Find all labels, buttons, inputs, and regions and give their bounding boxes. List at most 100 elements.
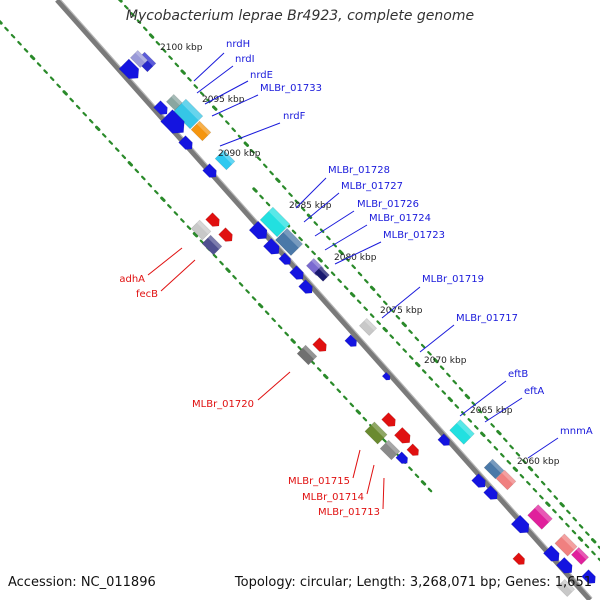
forward-gene-label: nrdF [283, 111, 306, 122]
scale-tick [526, 480, 531, 486]
scale-tick [578, 524, 584, 529]
scale-tick [402, 348, 408, 353]
scale-tick [415, 361, 421, 368]
scale-tick [317, 257, 323, 263]
scale-tick [155, 40, 161, 46]
scale-tick [597, 545, 600, 550]
scale-tick [356, 299, 362, 304]
forward-gene-leader-line [484, 397, 523, 423]
forward-gene-leader-line [196, 65, 234, 94]
scale-tick [434, 383, 440, 388]
scale-tick [349, 292, 356, 298]
gene-feature [118, 58, 140, 80]
scale-tick [17, 40, 22, 46]
scale-tick [363, 306, 368, 311]
kbp-tick-label: 2075 kbp [380, 306, 423, 316]
scale-tick [376, 293, 382, 298]
scale-tick [199, 91, 205, 97]
scale-tick [338, 249, 344, 256]
scale-tick [364, 278, 369, 284]
scale-tick [136, 19, 142, 24]
gene-feature [471, 473, 486, 488]
reverse-gene-label: MLBr_01715 [288, 476, 350, 487]
forward-gene-label: MLBr_01733 [260, 83, 322, 94]
gene-feature [190, 120, 212, 142]
gene-feature [358, 317, 378, 337]
reverse-gene-label: MLBr_01713 [318, 507, 380, 518]
gene-feature [129, 49, 149, 69]
gene-feature [214, 149, 236, 171]
gene-feature [160, 109, 185, 134]
scale-tick [552, 508, 557, 514]
scale-tick [382, 300, 388, 306]
scale-tick [108, 140, 114, 145]
forward-gene-leader-line [314, 210, 355, 237]
scale-tick [0, 19, 3, 25]
scale-tick [349, 402, 355, 408]
gene-feature [581, 569, 596, 584]
scale-tick [250, 149, 255, 154]
gene-feature [394, 427, 411, 444]
scale-tick [480, 431, 486, 438]
scale-tick [193, 84, 199, 89]
scale-tick [454, 404, 460, 409]
forward-gene-leader-line [527, 437, 559, 459]
scale-tick [493, 446, 499, 451]
scale-tick [351, 264, 356, 270]
scale-tick [414, 473, 420, 479]
scale-tick [56, 83, 61, 89]
scale-tick [539, 494, 544, 500]
scale-tick [62, 90, 68, 96]
kbp-tick-label: 2085 kbp [289, 201, 332, 211]
scale-tick [130, 12, 135, 17]
scale-tick [519, 473, 525, 479]
scale-tick [275, 177, 281, 183]
scale-tick [212, 253, 218, 259]
scale-tick [446, 372, 451, 378]
scale-tick [420, 343, 426, 349]
forward-gene-label: mnmA [560, 426, 593, 437]
scale-tick [259, 194, 264, 200]
scale-tick [316, 367, 322, 372]
scale-tick [389, 334, 394, 339]
scale-tick [245, 289, 250, 294]
reverse-gene-leader-line [147, 247, 183, 276]
gene-feature [344, 334, 357, 347]
scale-tick [323, 373, 329, 380]
kbp-tick-label: 2095 kbp [202, 95, 245, 105]
reverse-gene-label: adhA [119, 274, 145, 285]
scale-tick [474, 425, 479, 430]
scale-tick [343, 395, 348, 401]
scale-tick [502, 437, 508, 443]
scale-tick [427, 487, 433, 493]
gene-feature [218, 227, 233, 242]
reverse-gene-leader-line [257, 371, 291, 401]
forward-gene-label: eftB [508, 369, 528, 380]
scale-tick [477, 408, 483, 414]
forward-gene-leader-line [324, 224, 368, 251]
scale-tick [330, 271, 336, 277]
scale-tick [558, 515, 564, 521]
scale-tick [291, 229, 297, 235]
gene-feature [312, 337, 327, 352]
forward-gene-label: MLBr_01728 [328, 165, 390, 176]
gene-feature [554, 533, 578, 557]
scale-tick [452, 379, 458, 385]
backbone-layer [55, 0, 593, 600]
kbp-tick-label: 2080 kbp [334, 253, 377, 263]
scale-tick [23, 48, 29, 53]
scale-tick [134, 168, 140, 174]
scale-tick [199, 239, 205, 245]
scale-tick [584, 543, 590, 549]
scale-tick [382, 438, 387, 443]
genome-summary-text: Topology: circular; Length: 3,268,071 bp… [234, 575, 592, 590]
scale-tick [310, 360, 316, 365]
gene-feature [153, 100, 168, 115]
scale-tick [243, 141, 250, 147]
scale-tick [395, 314, 401, 320]
scale-tick [180, 218, 185, 223]
scale-tick [121, 154, 127, 160]
scale-tick [540, 480, 546, 486]
scale-tick [577, 536, 584, 542]
reverse-gene-label: MLBr_01714 [302, 492, 364, 503]
